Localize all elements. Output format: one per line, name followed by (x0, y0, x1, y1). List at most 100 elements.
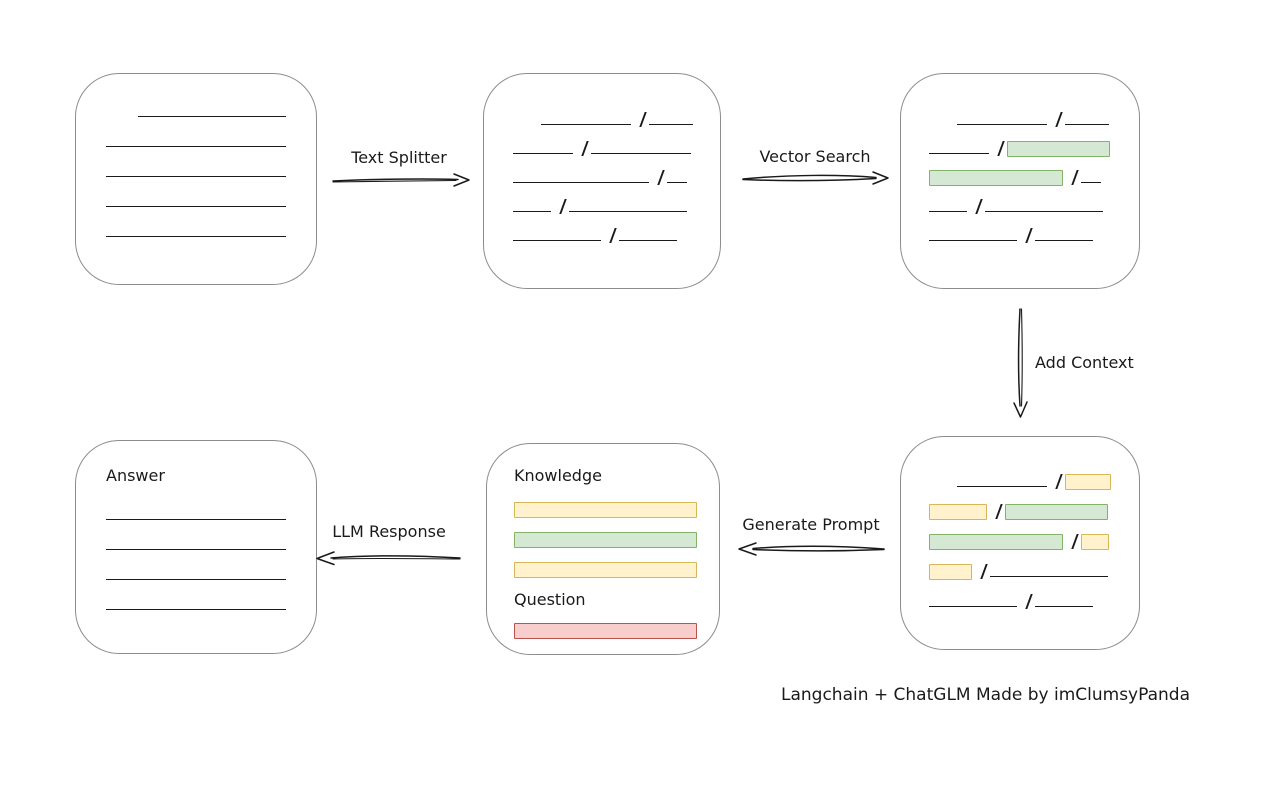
green-chunk (1005, 504, 1108, 520)
vector-search-arrow (742, 171, 889, 185)
generate-prompt-label: Generate Prompt (742, 515, 880, 534)
text-line (990, 576, 1108, 577)
green-chunk (1007, 141, 1110, 157)
question-label: Question (514, 590, 586, 609)
text-line (929, 606, 1017, 607)
chunk-row (514, 548, 697, 578)
chunk-row (514, 609, 697, 639)
chunk-row (929, 128, 1111, 157)
text-line (513, 240, 601, 241)
source-document-node (75, 73, 317, 285)
chunk-row (106, 180, 286, 210)
text-line (957, 486, 1047, 487)
text-line (106, 519, 286, 520)
split-chunks-node (483, 73, 721, 289)
knowledge-bars (514, 488, 697, 578)
slash-separator (989, 504, 1003, 519)
chunk-row (106, 523, 286, 553)
llm-response-arrow (316, 551, 461, 566)
slash-separator (1065, 534, 1079, 549)
chunk-row (513, 215, 692, 244)
rbar-chunk (514, 623, 697, 639)
slash-separator (603, 228, 617, 243)
text-line (929, 211, 967, 212)
context-chunks-node (900, 436, 1140, 650)
matched-chunk-lines (929, 99, 1111, 244)
chunk-row (929, 580, 1111, 610)
ybar-chunk (514, 562, 697, 578)
add-context-arrow (1013, 308, 1028, 418)
chunk-row (929, 520, 1111, 550)
text-line (619, 240, 677, 241)
yellow-chunk (1081, 534, 1109, 550)
vector-search-label: Vector Search (759, 147, 871, 166)
text-line (957, 124, 1047, 125)
gbar-chunk (514, 532, 697, 548)
text-line (106, 549, 286, 550)
text-line (649, 124, 693, 125)
slash-separator (553, 199, 567, 214)
matched-chunks-node (900, 73, 1140, 289)
text-line (513, 211, 551, 212)
slash-separator (991, 141, 1005, 156)
text-line (929, 240, 1017, 241)
credit-text: Langchain + ChatGLM Made by imClumsyPand… (781, 685, 1190, 705)
text-line (667, 182, 687, 183)
chunk-lines (513, 99, 693, 244)
chunk-row (106, 150, 286, 180)
slash-separator (1019, 228, 1033, 243)
chunk-row (929, 215, 1111, 244)
text-line (569, 211, 687, 212)
text-line (1035, 606, 1093, 607)
chunk-row (106, 90, 286, 120)
answer-lines (106, 493, 286, 613)
slash-separator (974, 564, 988, 579)
text-line (985, 211, 1103, 212)
chunk-row (929, 99, 1111, 128)
text-line (1081, 182, 1101, 183)
slash-separator (969, 199, 983, 214)
yellow-chunk (1065, 474, 1111, 490)
prompt-node: Knowledge Question (486, 443, 720, 655)
text-line (1065, 124, 1109, 125)
yellow-chunk (929, 504, 987, 520)
slash-separator (1065, 170, 1079, 185)
text-splitter-label: Text Splitter (351, 148, 447, 167)
llm-response-label: LLM Response (332, 522, 446, 541)
chunk-row (514, 518, 697, 548)
slash-separator (651, 170, 665, 185)
question-bars (514, 609, 697, 639)
text-line (138, 116, 286, 117)
text-line (1035, 240, 1093, 241)
context-chunk-lines (929, 460, 1111, 610)
chunk-row (106, 120, 286, 150)
text-line (513, 182, 649, 183)
slash-separator (575, 141, 589, 156)
chunk-row (106, 493, 286, 523)
chunk-row (929, 550, 1111, 580)
yellow-chunk (929, 564, 972, 580)
chunk-row (514, 488, 697, 518)
chunk-row (513, 128, 692, 157)
chunk-row (513, 99, 693, 128)
text-line (106, 146, 286, 147)
chunk-row (513, 157, 692, 186)
text-line (106, 236, 286, 237)
green-chunk (929, 170, 1063, 186)
knowledge-label: Knowledge (514, 466, 602, 485)
text-line (541, 124, 631, 125)
text-line (106, 176, 286, 177)
text-line (106, 579, 286, 580)
chunk-row (106, 210, 286, 240)
text-line (513, 153, 573, 154)
slash-separator (1049, 112, 1063, 127)
green-chunk (929, 534, 1063, 550)
slash-separator (633, 112, 647, 127)
answer-node: Answer (75, 440, 317, 654)
add-context-label: Add Context (1035, 353, 1134, 372)
text-splitter-arrow (332, 173, 470, 187)
chunk-row (513, 186, 692, 215)
document-lines (106, 90, 286, 240)
ybar-chunk (514, 502, 697, 518)
